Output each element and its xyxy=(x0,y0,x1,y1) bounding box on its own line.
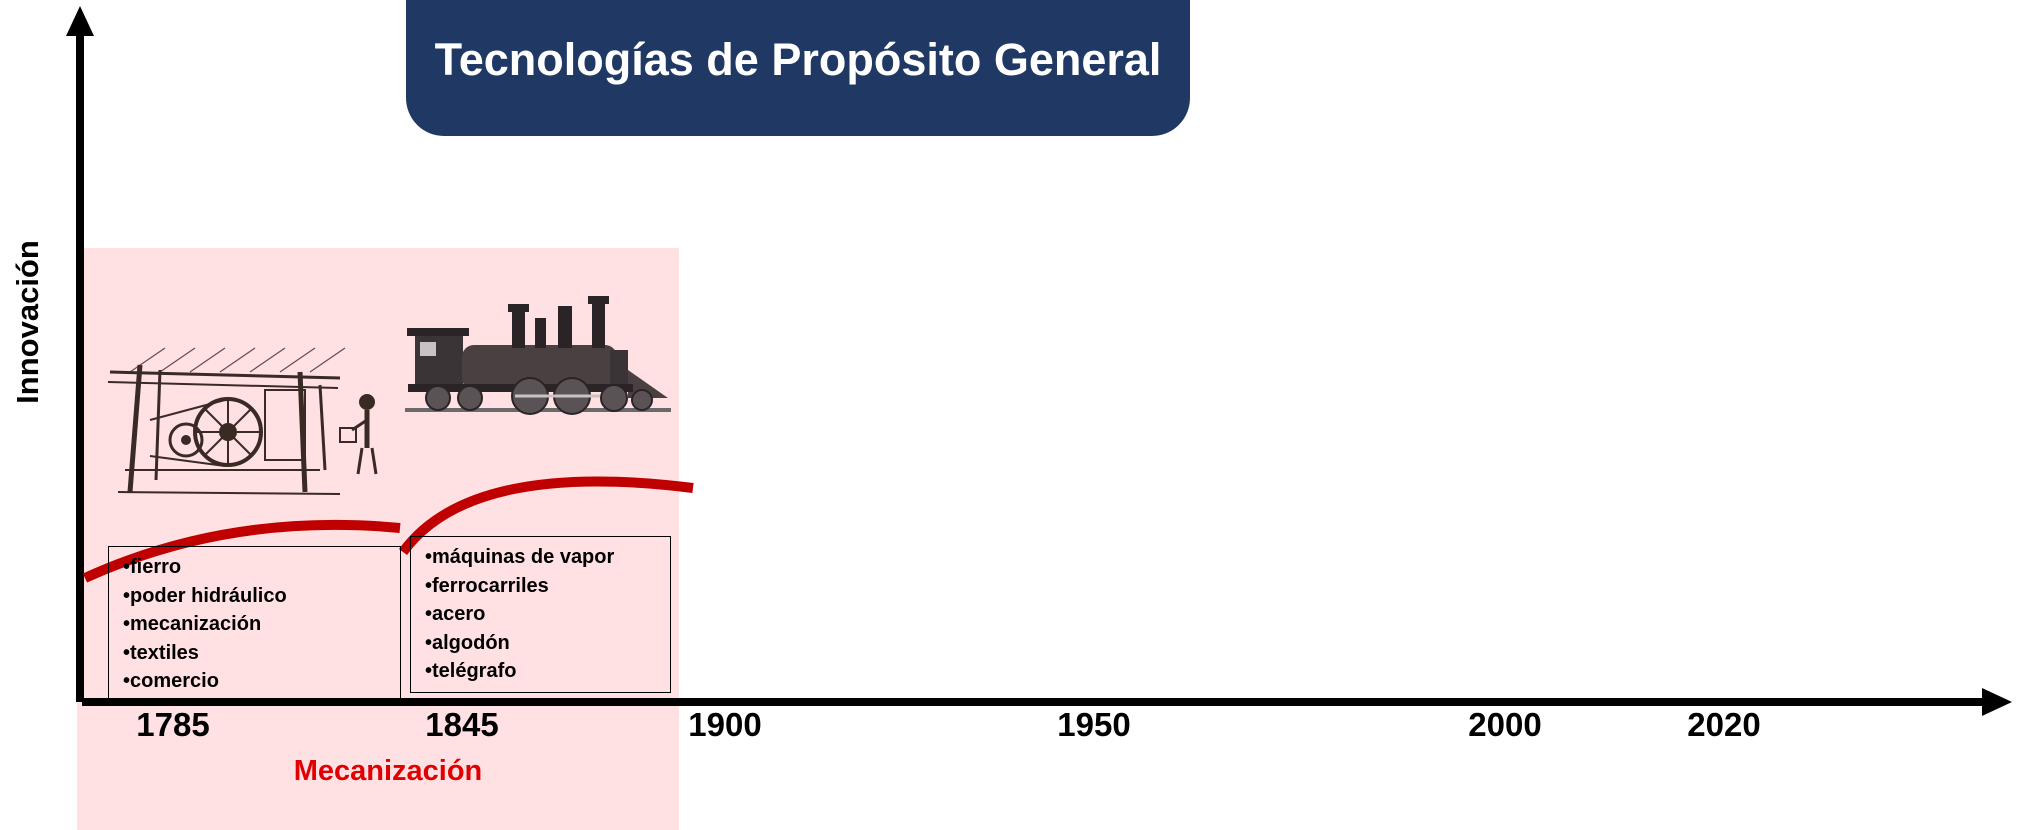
wave1-items-box: •fierro •poder hidráulico •mecanización … xyxy=(108,546,401,702)
y-axis-arrowhead xyxy=(66,6,94,36)
era-label: Mecanización xyxy=(293,755,483,787)
year-label: 1950 xyxy=(1057,706,1131,743)
year-label: 1900 xyxy=(688,706,762,743)
wave1-item: •poder hidráulico xyxy=(123,584,287,607)
wave2-item: •acero xyxy=(425,603,486,625)
wave1-curve xyxy=(82,519,401,583)
wave1-item: •textiles xyxy=(123,641,199,664)
year-label: 2020 xyxy=(1687,706,1761,743)
wave1-item: •comercio xyxy=(123,670,219,692)
steam-locomotive-illustration xyxy=(405,296,671,415)
year-label: 1845 xyxy=(425,706,499,743)
wave1-item: •fierro xyxy=(123,556,182,578)
wave2-item: •algodón xyxy=(425,631,510,654)
year-label: 1785 xyxy=(136,706,210,743)
wave2-item: •telégrafo xyxy=(425,660,517,682)
year-label: 2000 xyxy=(1468,706,1542,743)
title-banner: Tecnologías de Propósito General xyxy=(406,0,1190,136)
page-title: Tecnologías de Propósito General xyxy=(434,34,1162,85)
x-axis-arrowhead xyxy=(1982,688,2012,716)
wave2-curve xyxy=(398,476,694,555)
threshing-machine-illustration xyxy=(107,347,378,495)
wave2-item: •máquinas de vapor xyxy=(425,546,615,568)
wave1-item: •mecanización xyxy=(123,613,262,635)
wave2-items-box: •máquinas de vapor •ferrocarriles •acero… xyxy=(410,536,671,693)
wave2-item: •ferrocarriles xyxy=(425,574,549,597)
